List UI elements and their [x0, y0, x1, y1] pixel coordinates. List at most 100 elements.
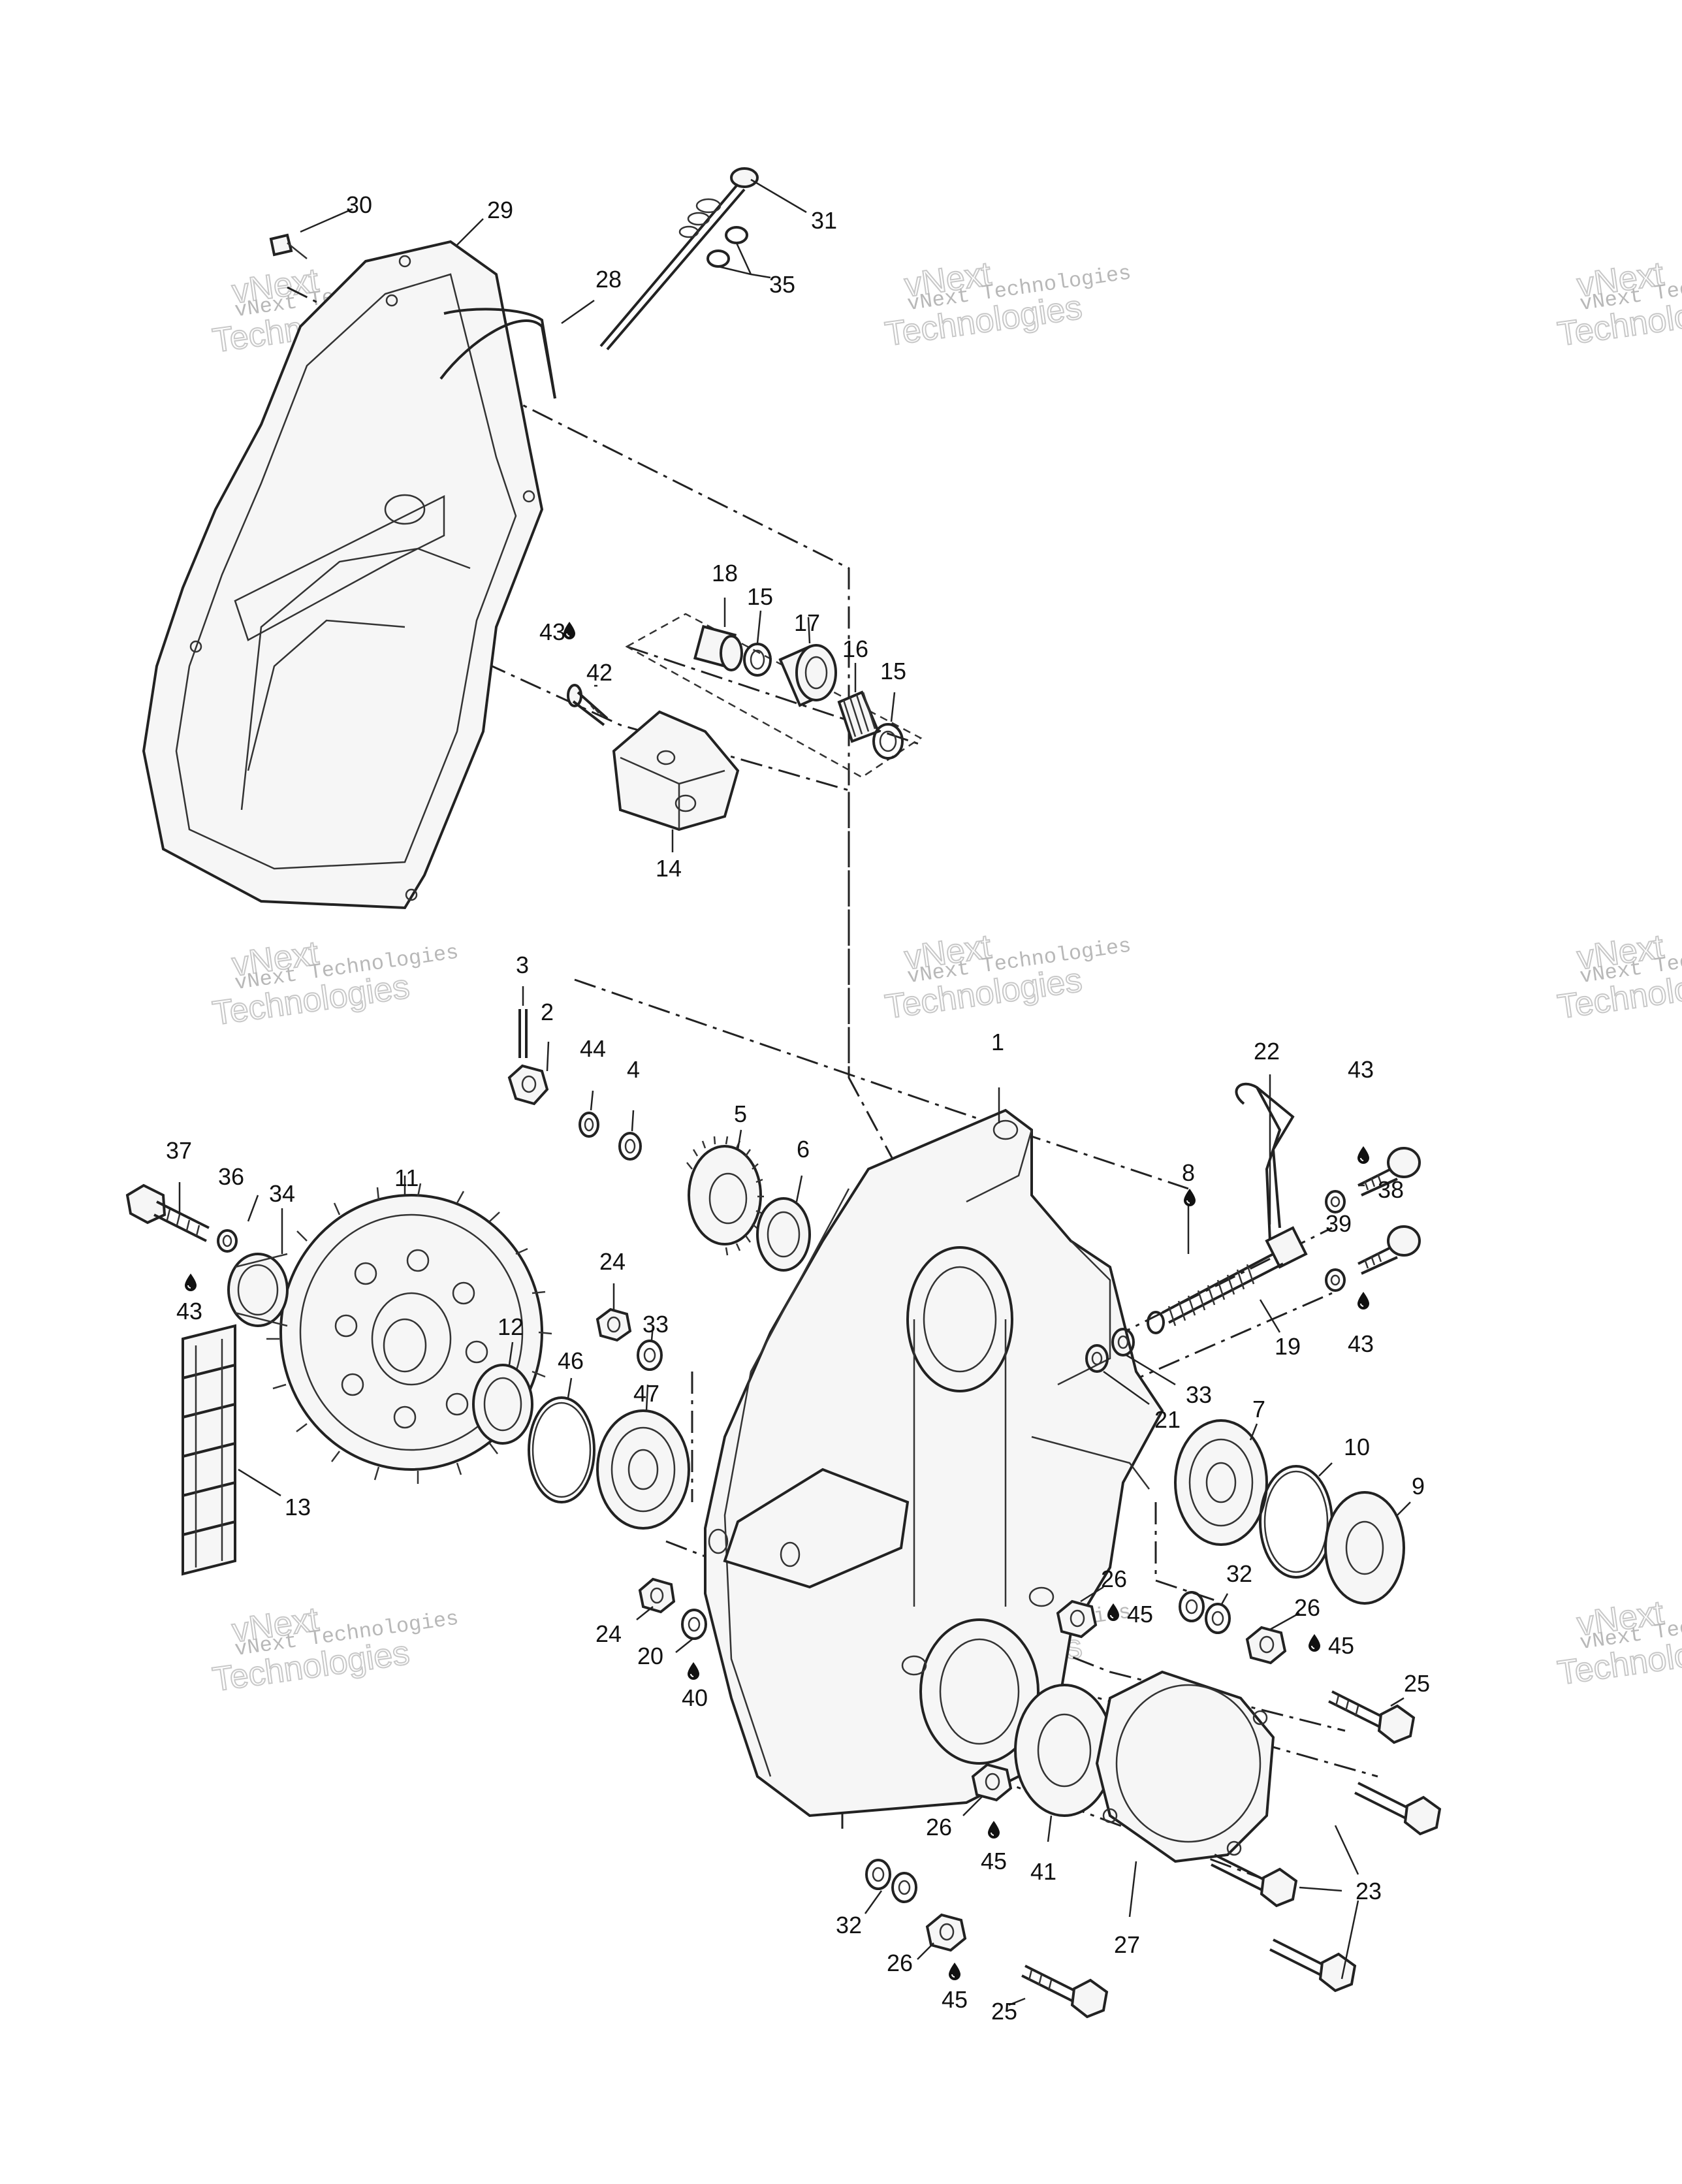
callout-36: 36 [218, 1163, 244, 1190]
watermark: vNext vNext Technologies Technologies [210, 933, 460, 1033]
callout-38: 38 [1378, 1176, 1404, 1203]
washer-33-upper [637, 1340, 663, 1371]
callout-15b: 15 [880, 658, 906, 684]
oil-drop-icon [948, 1963, 961, 1981]
chaincase-housing-1 [704, 1108, 1164, 1818]
callout-45b: 45 [1328, 1632, 1354, 1659]
nut-26-middle [1056, 1599, 1098, 1639]
callout-33b: 33 [1186, 1381, 1212, 1408]
callout-46: 46 [558, 1347, 584, 1374]
callout-26d: 26 [887, 1950, 913, 1976]
callout-11: 11 [394, 1164, 419, 1191]
washer-15a [743, 643, 772, 677]
cap-screw-38-lower [1357, 1225, 1421, 1275]
washer-33-right [1111, 1328, 1135, 1357]
bushing-6 [756, 1197, 811, 1272]
callout-17: 17 [794, 609, 820, 636]
washer-4 [618, 1132, 642, 1161]
washer-15b [872, 723, 904, 760]
oil-drop-icon [1308, 1634, 1321, 1652]
bushing-12 [472, 1364, 533, 1445]
callout-26c: 26 [926, 1814, 952, 1840]
callout-37: 37 [166, 1137, 192, 1164]
callout-32: 32 [1226, 1560, 1252, 1587]
callout-18: 18 [712, 560, 738, 586]
washer-20 [681, 1609, 707, 1640]
bushing-18 [693, 624, 743, 671]
bolt-23-c [1269, 1938, 1357, 1993]
nut-24-lower [638, 1577, 676, 1614]
callout-31: 31 [811, 207, 837, 234]
washer-36 [217, 1229, 238, 1253]
callout-6: 6 [797, 1136, 810, 1163]
callout-26b: 26 [1294, 1594, 1320, 1621]
nut-26-lower [971, 1763, 1013, 1802]
oil-drop-icon [987, 1821, 1000, 1839]
callout-30: 30 [346, 191, 372, 218]
tensioner-block-14 [612, 710, 740, 831]
callout-45c: 45 [981, 1848, 1007, 1874]
bolt-25-lower [1021, 1965, 1109, 2019]
callout-10: 10 [1344, 1434, 1370, 1460]
washer-44 [579, 1112, 599, 1138]
callout-5: 5 [734, 1100, 747, 1127]
callout-43d: 43 [176, 1298, 202, 1325]
bearing-47 [596, 1409, 690, 1530]
callout-22: 22 [1254, 1038, 1280, 1065]
oil-drop-icon [1357, 1292, 1370, 1310]
cotter-pin-3 [518, 1009, 528, 1058]
leader-lines [178, 178, 1411, 2006]
washer-32-right-a [1179, 1591, 1205, 1622]
washer-21 [1085, 1344, 1109, 1373]
seal-41 [1014, 1684, 1115, 1817]
callout-7: 7 [1252, 1396, 1265, 1422]
callout-43: 43 [539, 618, 565, 645]
callout-21: 21 [1154, 1406, 1181, 1433]
callout-15: 15 [747, 583, 773, 610]
needle-bearing-16 [837, 690, 880, 743]
callout-40: 40 [682, 1684, 708, 1711]
callout-35: 35 [769, 271, 795, 298]
cap-screw-38-upper [1357, 1147, 1421, 1196]
bearing-7 [1174, 1419, 1268, 1546]
callout-33: 33 [643, 1311, 669, 1338]
callout-2: 2 [541, 999, 554, 1025]
callout-27: 27 [1114, 1931, 1140, 1958]
callout-43b: 43 [1348, 1056, 1374, 1083]
dipstick-31 [599, 167, 759, 351]
callout-42: 42 [586, 659, 612, 686]
watermark: vNext vNext Technologies Technologies [210, 1599, 460, 1699]
chain-13 [182, 1324, 236, 1576]
callout-9: 9 [1412, 1473, 1425, 1500]
callout-45d: 45 [942, 1986, 968, 2013]
snap-ring-10 [1259, 1465, 1333, 1579]
bolt-25-right [1328, 1690, 1416, 1744]
gasket-27 [1095, 1670, 1275, 1863]
sprocket-5 [686, 1136, 764, 1256]
washer-39-lower [1325, 1268, 1346, 1292]
callout-41: 41 [1030, 1858, 1056, 1885]
bolt-30 [269, 233, 308, 259]
callout-23: 23 [1356, 1878, 1382, 1904]
nut-26-right [1245, 1626, 1287, 1665]
snap-ring-46 [528, 1396, 595, 1503]
callout-28: 28 [595, 266, 622, 293]
washer-39-upper [1325, 1190, 1346, 1213]
oil-drop-icon [1357, 1146, 1370, 1164]
callout-13: 13 [285, 1494, 311, 1520]
callout-39: 39 [1325, 1210, 1352, 1237]
callout-16: 16 [842, 635, 868, 662]
callout-8: 8 [1182, 1159, 1195, 1186]
callout-4: 4 [627, 1056, 640, 1083]
watermark: vNext vNext Technologies Technologies [1555, 927, 1682, 1027]
seal-9 [1324, 1491, 1405, 1605]
sleeve-17 [778, 644, 837, 707]
callout-24: 24 [599, 1248, 626, 1275]
callout-1: 1 [991, 1029, 1004, 1055]
castle-nut-2 [507, 1064, 549, 1106]
callout-25b: 25 [991, 1998, 1017, 2025]
watermark: vNext vNext Technologies Technologies [882, 254, 1133, 354]
seal-cord-28 [439, 319, 556, 399]
callout-32b: 32 [836, 1912, 862, 1938]
